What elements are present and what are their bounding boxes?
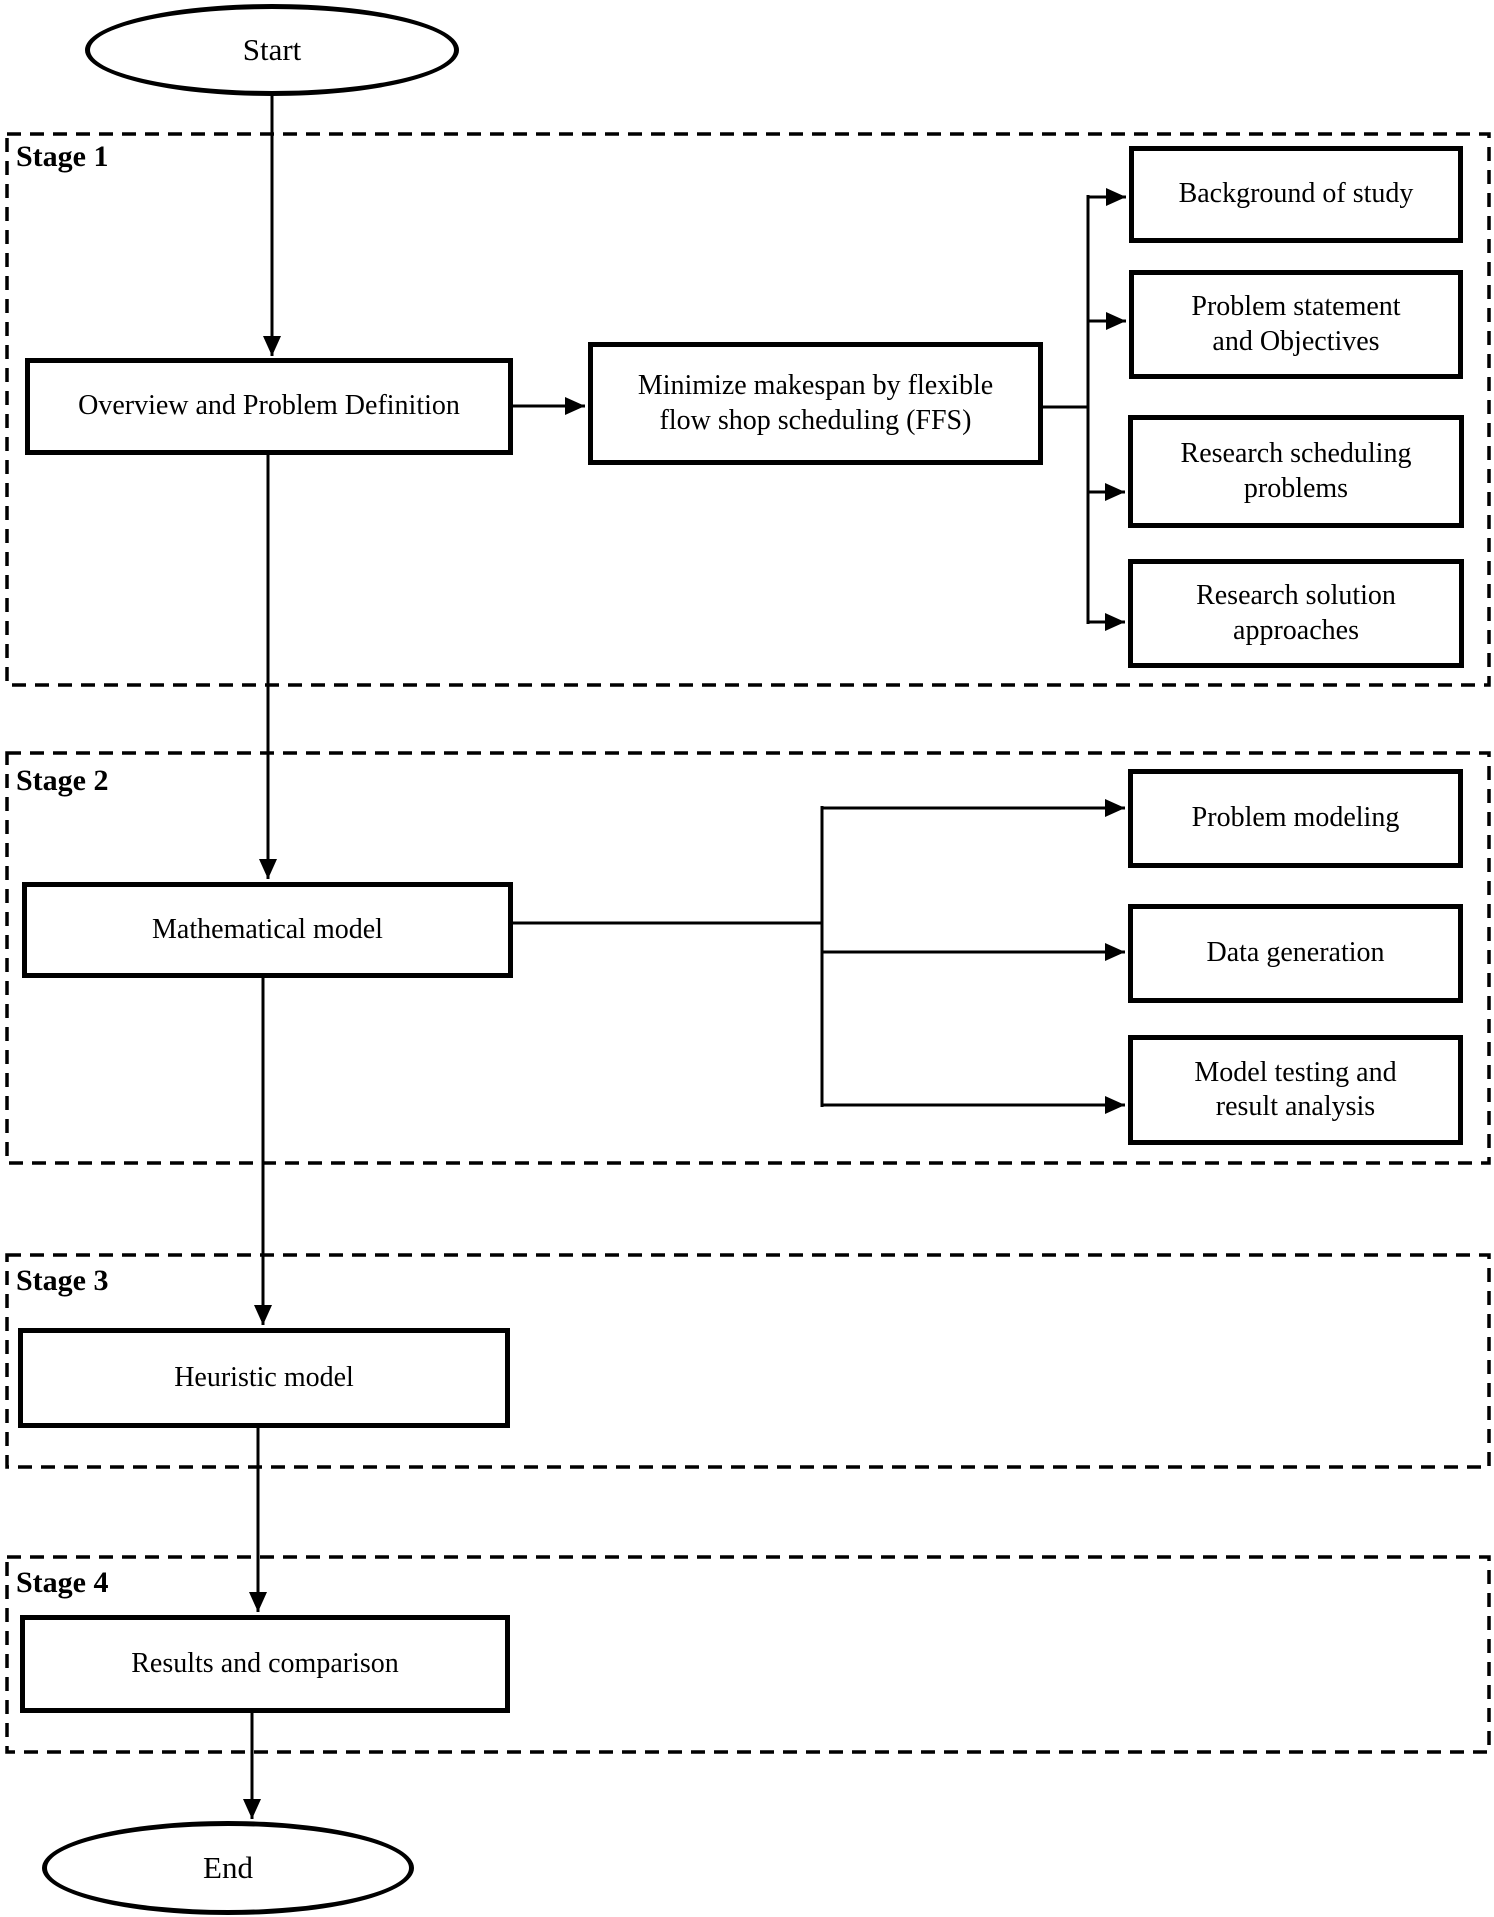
node-results-comparison: Results and comparison — [20, 1615, 510, 1713]
node-overview: Overview and Problem Definition — [25, 358, 513, 455]
node-problem-statement-label: Problem statement and Objectives — [1191, 291, 1401, 357]
node-model-testing-label: Model testing and result analysis — [1194, 1056, 1397, 1122]
node-minimize-makespan: Minimize makespan by flexible flow shop … — [588, 342, 1043, 465]
stage-4-label: Stage 4 — [16, 1566, 109, 1599]
stage-1-label: Stage 1 — [16, 140, 109, 173]
node-overview-label: Overview and Problem Definition — [78, 390, 460, 422]
node-research-scheduling: Research scheduling problems — [1128, 415, 1464, 528]
stage-2-boundary — [5, 751, 1491, 1165]
stage-2-label: Stage 2 — [16, 764, 109, 797]
node-minimize-makespan-label: Minimize makespan by flexible flow shop … — [637, 370, 994, 436]
node-problem-modeling: Problem modeling — [1128, 769, 1463, 868]
node-background-of-study-label: Background of study — [1178, 178, 1414, 210]
node-problem-statement: Problem statement and Objectives — [1129, 270, 1463, 379]
node-problem-modeling-label: Problem modeling — [1191, 802, 1400, 834]
node-model-testing: Model testing and result analysis — [1128, 1035, 1463, 1145]
node-background-of-study: Background of study — [1129, 146, 1463, 243]
node-research-solution-label: Research solution approaches — [1196, 580, 1396, 646]
stage-3-boundary — [5, 1253, 1491, 1469]
node-data-generation-label: Data generation — [1206, 937, 1385, 969]
node-mathematical-model-label: Mathematical model — [152, 913, 383, 945]
node-data-generation: Data generation — [1128, 904, 1463, 1003]
stage-4-boundary — [5, 1555, 1491, 1754]
node-heuristic-model-label: Heuristic model — [174, 1361, 354, 1393]
node-heuristic-model: Heuristic model — [18, 1328, 510, 1428]
node-mathematical-model: Mathematical model — [22, 882, 513, 978]
node-research-solution: Research solution approaches — [1128, 559, 1464, 668]
stage-3-label: Stage 3 — [16, 1264, 109, 1297]
end-terminator: End — [42, 1821, 414, 1915]
start-label: Start — [242, 32, 302, 67]
node-results-comparison-label: Results and comparison — [131, 1647, 399, 1679]
start-terminator: Start — [85, 4, 459, 96]
node-research-scheduling-label: Research scheduling problems — [1180, 438, 1412, 504]
end-label: End — [203, 1850, 253, 1885]
stage-1-boundary — [5, 132, 1491, 687]
